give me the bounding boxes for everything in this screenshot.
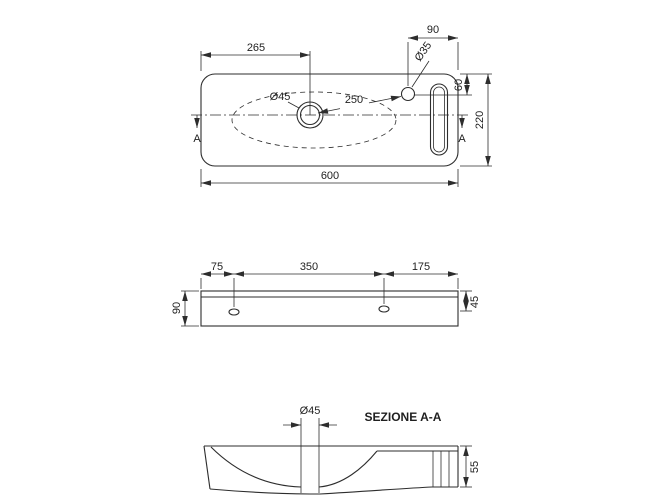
section-marker-right: A: [458, 115, 466, 145]
dim-175-label: 175: [412, 261, 430, 273]
section-bottom-line: [209, 486, 458, 495]
tap-diameter-label: Ø35: [413, 40, 435, 64]
section-label-left: A: [193, 133, 201, 145]
front-hole-left: [228, 308, 240, 316]
dim-60: 60: [414, 74, 472, 96]
tap-hole: [400, 86, 416, 102]
front-view: 75 350 175 90 45: [171, 261, 481, 327]
leader-line: [411, 60, 430, 88]
dim-line: [317, 108, 341, 114]
dim-220: 220: [460, 73, 492, 167]
dim-45-front-label: 45: [469, 296, 481, 308]
section-profile: [203, 445, 459, 495]
section-label-right: A: [458, 133, 466, 145]
section-bowl-right-curve: [318, 450, 378, 488]
dim-350-label: 350: [300, 261, 318, 273]
dim-265: 265: [200, 42, 311, 115]
section-marker-left: A: [193, 115, 201, 145]
dim-60-label: 60: [453, 79, 465, 91]
dim-600-label: 600: [321, 170, 339, 182]
bowl-dashed-outline: [231, 91, 397, 149]
dim-45-front: 45: [460, 290, 481, 312]
dim-90-top: 90: [407, 24, 459, 86]
dim-75-label: 75: [211, 261, 223, 273]
overflow-slot-inner: [433, 86, 445, 153]
front-hole-right: [378, 305, 390, 313]
dim-265-label: 265: [247, 42, 265, 54]
section-view: Ø45 SEZIONE A-A 55: [203, 405, 481, 495]
dim-line: [368, 95, 402, 104]
dim-220-label: 220: [474, 111, 486, 129]
dim-90-label: 90: [427, 24, 439, 36]
section-title: SEZIONE A-A: [365, 410, 442, 424]
dim-90-front: 90: [171, 290, 199, 327]
leader-line: [287, 101, 300, 109]
section-bowl-left-curve: [210, 446, 302, 488]
dim-55: 55: [460, 445, 481, 488]
basin-outline: [200, 73, 459, 167]
dim-90-front-label: 90: [171, 302, 183, 314]
section-drain-diameter-label: Ø45: [300, 405, 321, 417]
dim-600: 600: [200, 169, 459, 187]
section-left-wall: [203, 445, 211, 490]
front-dims-top: 75 350 175: [200, 261, 459, 307]
label-drain-diameter: Ø45: [270, 91, 300, 109]
front-outline: [200, 290, 459, 327]
label-tap-diameter: Ø35: [411, 40, 435, 88]
dim-55-label: 55: [469, 461, 481, 473]
dim-d45-section: Ø45: [283, 405, 337, 493]
top-view: A A 265 90 Ø35 250: [191, 24, 492, 187]
dim-250-label: 250: [345, 94, 363, 106]
drain-diameter-label: Ø45: [270, 91, 291, 103]
dim-250: 250: [317, 94, 402, 114]
overflow-slot-outer: [429, 83, 449, 156]
